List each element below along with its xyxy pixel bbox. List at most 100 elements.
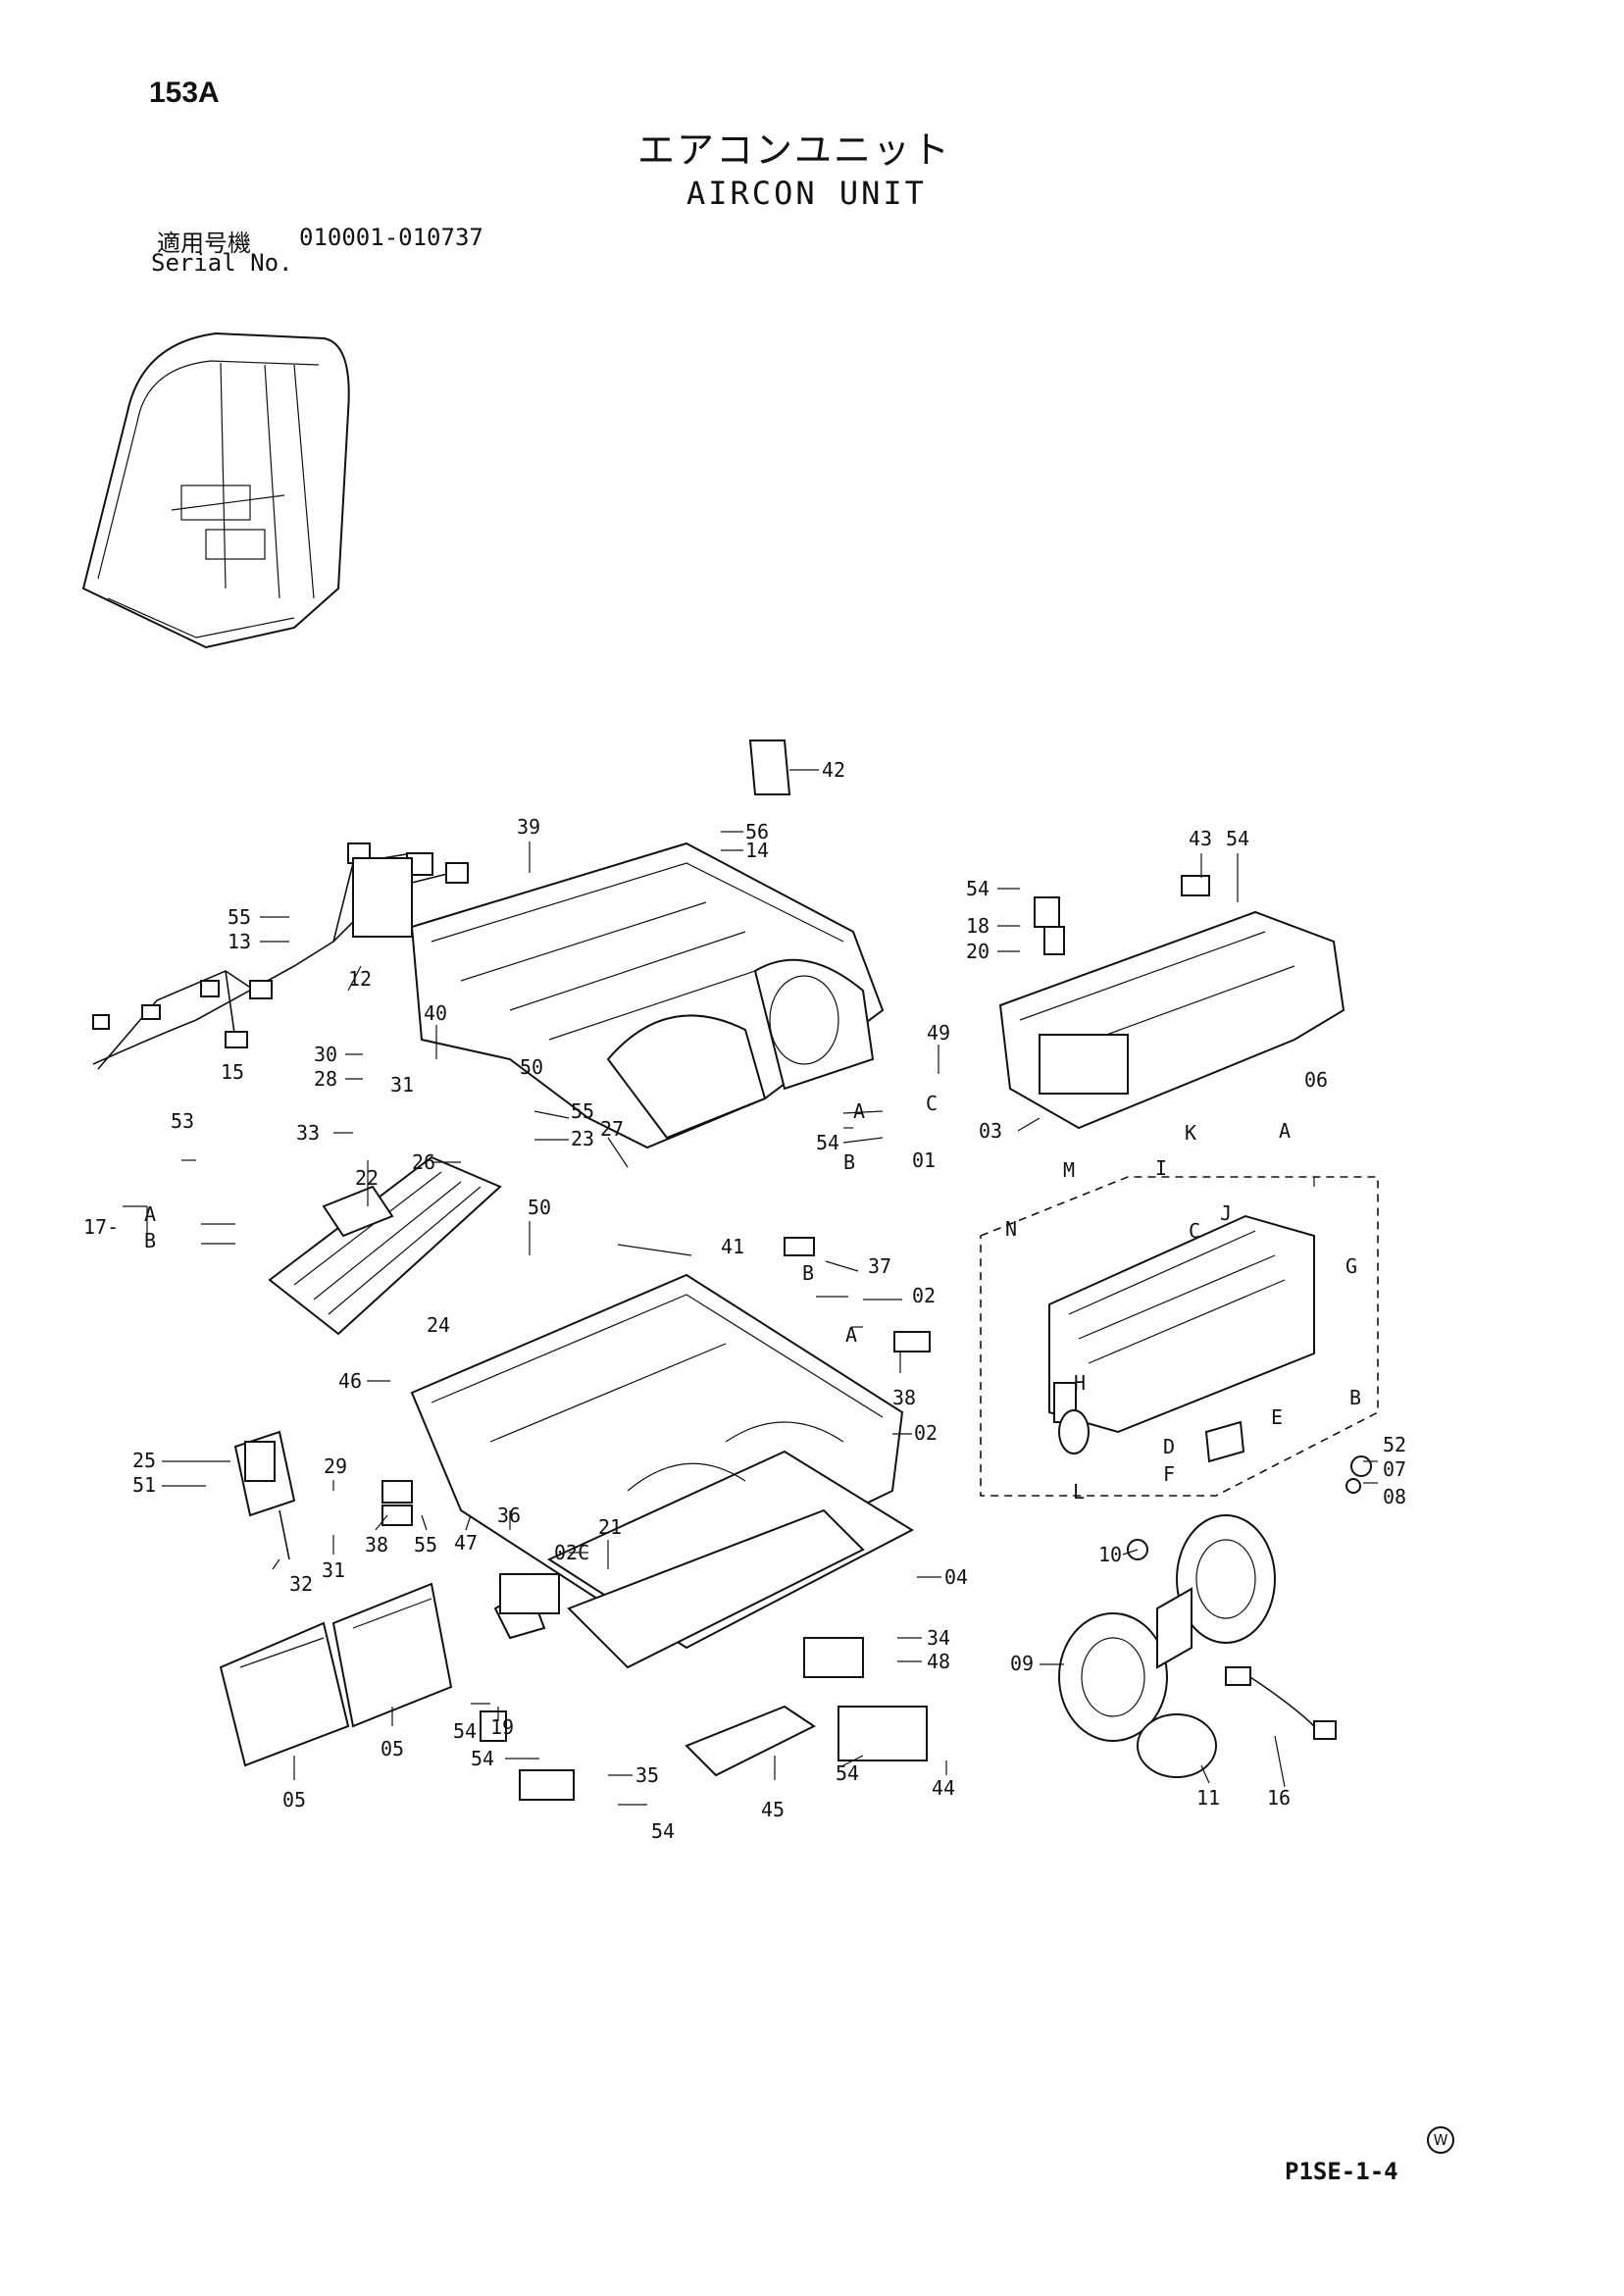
callout-label: 44 xyxy=(932,1776,955,1800)
callout-label: 51 xyxy=(132,1473,156,1497)
callout-label: 11 xyxy=(1196,1786,1220,1810)
callout-label: M xyxy=(1063,1158,1075,1182)
callout-label: 19 xyxy=(490,1715,514,1739)
cab-illustration xyxy=(81,332,350,649)
callout-label: 55 xyxy=(571,1099,594,1123)
callout-label: 22 xyxy=(355,1166,379,1190)
leader-lines xyxy=(123,769,1378,1806)
callout-label: 27 xyxy=(600,1117,624,1141)
callout-label: 20 xyxy=(966,940,990,963)
serial-label-japanese: 適用号機 xyxy=(157,230,251,257)
callout-label: 09 xyxy=(1010,1652,1034,1675)
callout-label: E xyxy=(1271,1405,1283,1429)
callout-label: N xyxy=(1005,1217,1017,1241)
callout-label: 48 xyxy=(927,1650,950,1673)
callout-label: 12 xyxy=(348,967,372,991)
callout-label: 06 xyxy=(1304,1068,1328,1092)
callout-label: 35 xyxy=(635,1763,659,1787)
callout-label: 38 xyxy=(892,1386,916,1409)
callout-label: 10 xyxy=(1098,1543,1122,1566)
callout-label: F xyxy=(1163,1462,1175,1486)
callout-label: 37 xyxy=(868,1254,891,1278)
callout-label: B xyxy=(1349,1386,1361,1409)
callout-label: B xyxy=(144,1229,156,1252)
w-mark: W xyxy=(1427,2126,1454,2154)
callout-label: 15 xyxy=(221,1060,244,1084)
callout-label: I xyxy=(1155,1156,1167,1180)
callout-label: A xyxy=(144,1202,156,1226)
callout-label: 55 xyxy=(228,905,251,929)
heater-core-box xyxy=(980,1176,1379,1497)
callout-label: 02 xyxy=(912,1284,936,1307)
callout-label: 18 xyxy=(966,914,990,938)
callout-label: 36 xyxy=(497,1504,521,1527)
callout-label: 05 xyxy=(381,1737,404,1760)
callout-label: B xyxy=(843,1150,855,1174)
callout-label: 08 xyxy=(1383,1485,1406,1508)
callout-label: 46 xyxy=(338,1369,362,1393)
callout-label: 25 xyxy=(132,1449,156,1472)
callout-label: 33 xyxy=(296,1121,320,1145)
callout-label: C xyxy=(1189,1219,1200,1243)
serial-range: 010001-010737 xyxy=(299,224,483,251)
callout-label: B xyxy=(802,1261,814,1285)
callout-label: 34 xyxy=(927,1626,950,1650)
callout-label: 50 xyxy=(520,1055,543,1079)
callout-labels: 42 56 14 39 43 54 54 18 20 55 13 12 40 3… xyxy=(83,758,1406,1843)
callout-label: 02C xyxy=(554,1541,589,1564)
callout-label: 54 xyxy=(1226,827,1249,850)
callout-label: 14 xyxy=(745,839,769,862)
callout-label: 54 xyxy=(453,1719,477,1743)
serial-label-english: Serial No. xyxy=(151,249,293,277)
wiring-harness xyxy=(92,842,469,1070)
callout-label: 54 xyxy=(966,877,990,900)
callout-label: 31 xyxy=(390,1073,414,1097)
callout-label: 49 xyxy=(927,1021,950,1045)
blower-assembly xyxy=(1058,1514,1337,1778)
filter-assembly xyxy=(268,1155,502,1336)
callout-label: L xyxy=(1073,1480,1085,1504)
callout-label: 42 xyxy=(822,758,845,782)
callout-label: 40 xyxy=(424,1001,447,1025)
callout-label: 16 xyxy=(1267,1786,1291,1810)
callout-label: 04 xyxy=(944,1565,968,1589)
callout-label: 32 xyxy=(289,1572,313,1596)
callout-label: 38 xyxy=(365,1533,388,1556)
callout-label: 03 xyxy=(979,1119,1002,1143)
callout-label: 29 xyxy=(324,1454,347,1478)
callout-label: D xyxy=(1163,1435,1175,1458)
callout-label: C xyxy=(926,1092,938,1115)
callout-label: 17- xyxy=(83,1215,119,1239)
callout-label: 26 xyxy=(412,1150,435,1174)
callout-label: 55 xyxy=(414,1533,437,1556)
callout-label: 02 xyxy=(914,1421,938,1445)
callout-label: 39 xyxy=(517,815,540,839)
callout-label: K xyxy=(1185,1121,1196,1145)
page-code: 153A xyxy=(149,77,220,109)
callout-label: J xyxy=(1220,1201,1232,1225)
callout-label: 47 xyxy=(454,1531,478,1555)
callout-label: 21 xyxy=(598,1515,622,1539)
filter-panels xyxy=(219,1582,453,1767)
callout-label: A xyxy=(845,1323,857,1347)
callout-label: 01 xyxy=(912,1148,936,1172)
callout-label: 52 xyxy=(1383,1433,1406,1456)
callout-label: 05 xyxy=(282,1788,306,1811)
actuator-motor xyxy=(233,1430,296,1517)
callout-label: G xyxy=(1345,1254,1357,1278)
callout-label: 43 xyxy=(1189,827,1212,850)
callout-label: 54 xyxy=(651,1819,675,1843)
callout-label: 54 xyxy=(816,1131,839,1154)
callout-label: 54 xyxy=(836,1761,859,1785)
callout-label: A xyxy=(853,1099,865,1123)
callout-label: 31 xyxy=(322,1558,345,1582)
page-reference: P1SE-1-4 xyxy=(1285,2158,1398,2185)
callout-label: 24 xyxy=(427,1313,450,1337)
callout-label: A xyxy=(1279,1119,1291,1143)
title-english: AIRCON UNIT xyxy=(686,175,927,212)
callout-label: 56 xyxy=(745,820,769,843)
callout-label: 13 xyxy=(228,930,251,953)
upper-housing xyxy=(410,842,885,1149)
